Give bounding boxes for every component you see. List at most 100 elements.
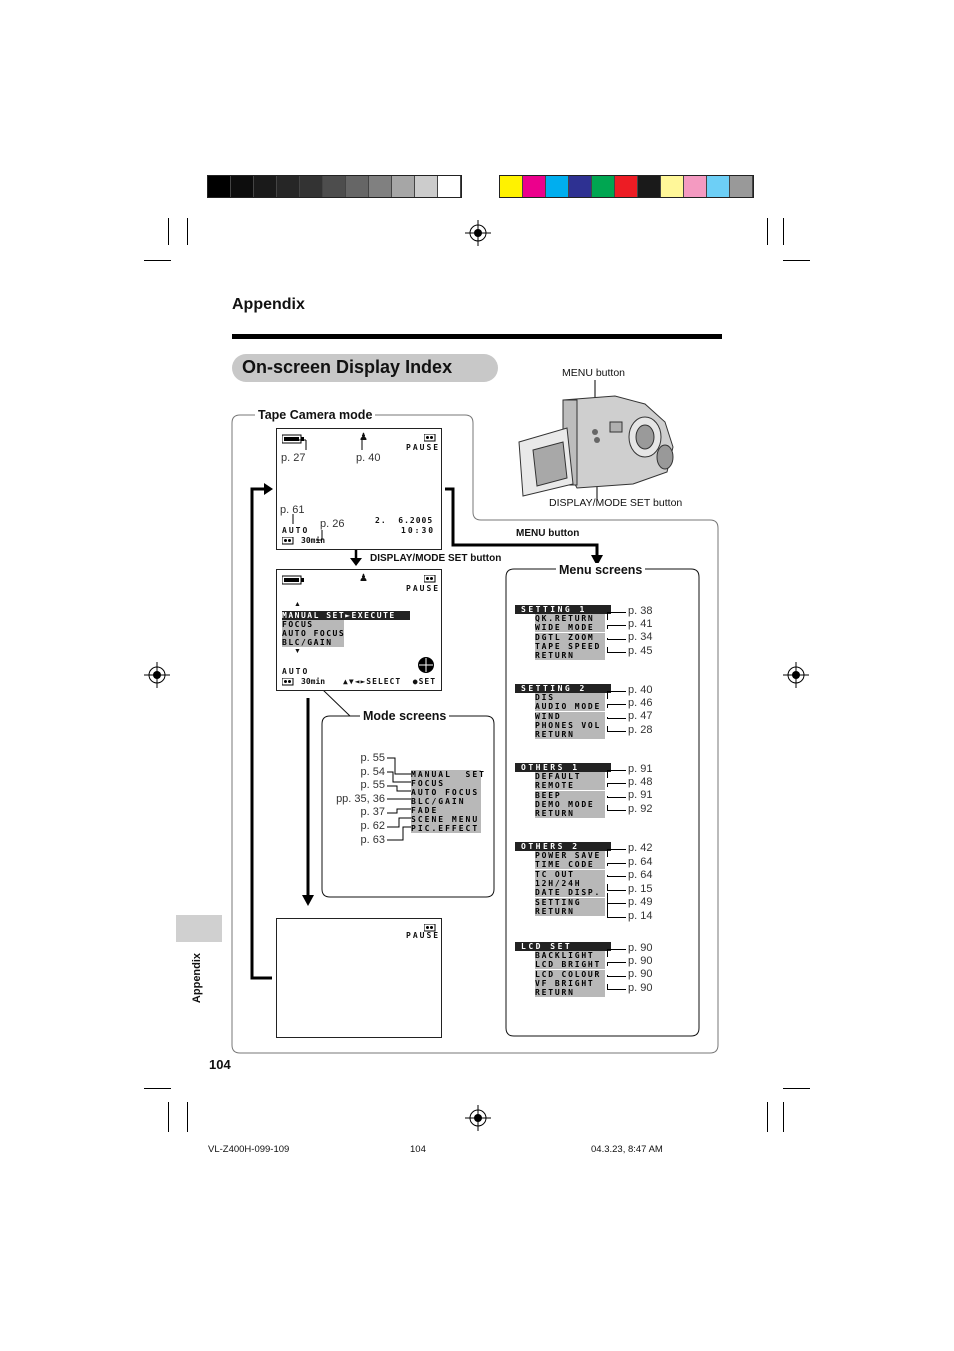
color-swatch: [638, 176, 661, 197]
leader-line: [607, 804, 626, 811]
leader-line: [607, 849, 626, 857]
auto-mode: AUTO: [282, 526, 310, 535]
menu-item: SETTING: [535, 897, 605, 907]
menu-item: BEEP: [535, 790, 605, 800]
gray-swatch: [438, 176, 461, 197]
leader-line: [607, 625, 626, 630]
color-swatch: [592, 176, 615, 197]
manual-menu-item: BLC/GAIN: [282, 638, 344, 647]
leader-line: [607, 646, 626, 653]
menu-item: REMOTE: [535, 781, 605, 791]
page-ref: p. 64: [628, 855, 653, 868]
page-ref: p. 45: [628, 644, 653, 657]
pause-status: PAUSE: [406, 584, 441, 593]
cassette-icon: [282, 537, 294, 545]
page-ref: p. 91: [628, 789, 653, 802]
color-swatch: [684, 176, 707, 197]
page-ref: p. 34: [628, 631, 653, 644]
cassette-icon: [282, 678, 294, 686]
menu-item: DATE DISP.: [535, 888, 605, 898]
page-title: On-screen Display Index: [232, 354, 498, 382]
leader-line: [607, 983, 626, 990]
leader-line: [607, 874, 626, 878]
menu-item: TC OUT: [535, 869, 605, 879]
menu-item: RETURN: [535, 730, 605, 740]
camera-screen-standby: ♟ PAUSE AUTO 30min 2. 6.2005 10:30: [276, 428, 442, 550]
color-swatch: [500, 176, 523, 197]
color-swatch: [661, 176, 684, 197]
menu-item: BACKLIGHT: [535, 951, 605, 960]
leader-line: [607, 612, 626, 620]
gray-swatch: [208, 176, 231, 197]
page-ref: p. 28: [628, 723, 653, 736]
menu-button-label: MENU button: [562, 367, 626, 379]
navigation-hint: ▲▼◄►SELECT ●SET: [343, 677, 437, 686]
footer-right: 04.3.23, 8:47 AM: [591, 1144, 663, 1155]
mode-menu-item: AUTO FOCUS: [411, 788, 481, 797]
gray-swatch: [415, 176, 438, 197]
page-ref: pp. 35, 36: [336, 792, 385, 805]
joystick-icon: [418, 657, 434, 673]
page-title-text: On-screen Display Index: [242, 357, 453, 377]
color-swatch: [569, 176, 592, 197]
registration-mark-icon: [144, 662, 170, 688]
page-ref: p. 26: [320, 518, 345, 530]
page-ref: p. 55: [360, 779, 385, 792]
menu-item: AUDIO MODE: [535, 702, 605, 712]
menu-screens-label: Menu screens: [556, 563, 646, 577]
time-display: 10:30: [401, 526, 436, 535]
gray-swatch: [346, 176, 369, 197]
leader-line: [607, 716, 626, 719]
menu-item: DEMO MODE: [535, 799, 605, 809]
cassette-icon: [424, 924, 436, 932]
color-bar: [499, 175, 754, 198]
color-swatch: [730, 176, 753, 197]
cassette-icon: [424, 434, 436, 442]
page-ref: p. 42: [628, 842, 653, 854]
tape-remaining: 30min: [301, 677, 326, 686]
grayscale-bar: [207, 175, 462, 198]
mode-menu-item: PIC.EFFECT: [411, 824, 481, 833]
person-icon: ♟: [359, 432, 368, 443]
camcorder-illustration: [518, 395, 674, 497]
page-ref: p. 91: [628, 763, 653, 775]
menu-item: WIDE MODE: [535, 623, 605, 633]
manual-menu-item: AUTO FOCUS: [282, 629, 346, 638]
menu-item: DEFAULT: [535, 772, 605, 781]
cassette-icon: [424, 575, 436, 583]
up-arrow-icon: ▲: [294, 601, 301, 608]
leader-line: [607, 974, 626, 977]
leader-line: [607, 862, 626, 867]
leader-line: [607, 691, 626, 699]
leader-line: [607, 949, 626, 957]
menu-item: DGTL ZOOM: [535, 632, 605, 642]
down-arrow-icon: ▼: [294, 648, 301, 655]
color-swatch: [523, 176, 546, 197]
gray-swatch: [300, 176, 323, 197]
tape-camera-mode-label: Tape Camera mode: [255, 408, 376, 422]
leader-lines: [288, 439, 363, 541]
menu-item: RETURN: [535, 651, 605, 661]
page-ref: p. 90: [628, 955, 653, 968]
mode-menu-item: BLC/GAIN: [411, 797, 481, 806]
page-ref: p. 55: [360, 752, 385, 764]
page-ref: p. 90: [628, 981, 653, 994]
menu-header: LCD SET: [515, 942, 611, 951]
menu-item: POWER SAVE: [535, 851, 605, 860]
page-ref: p. 38: [628, 605, 653, 617]
pause-status: PAUSE: [406, 931, 441, 940]
color-swatch: [546, 176, 569, 197]
mode-menu-item: FADE: [411, 806, 481, 815]
leader-line: [607, 795, 626, 798]
leader-line: [607, 783, 626, 788]
page-ref: p. 41: [628, 618, 653, 631]
page-ref: p. 54: [360, 765, 385, 778]
menu-item: TAPE SPEED: [535, 641, 605, 651]
battery-icon: [282, 434, 304, 444]
page-ref: p. 47: [628, 710, 653, 723]
menu-item: LCD BRIGHT: [535, 960, 605, 970]
gray-swatch: [392, 176, 415, 197]
footer-center: 104: [410, 1144, 426, 1155]
page-ref: p. 46: [628, 697, 653, 710]
